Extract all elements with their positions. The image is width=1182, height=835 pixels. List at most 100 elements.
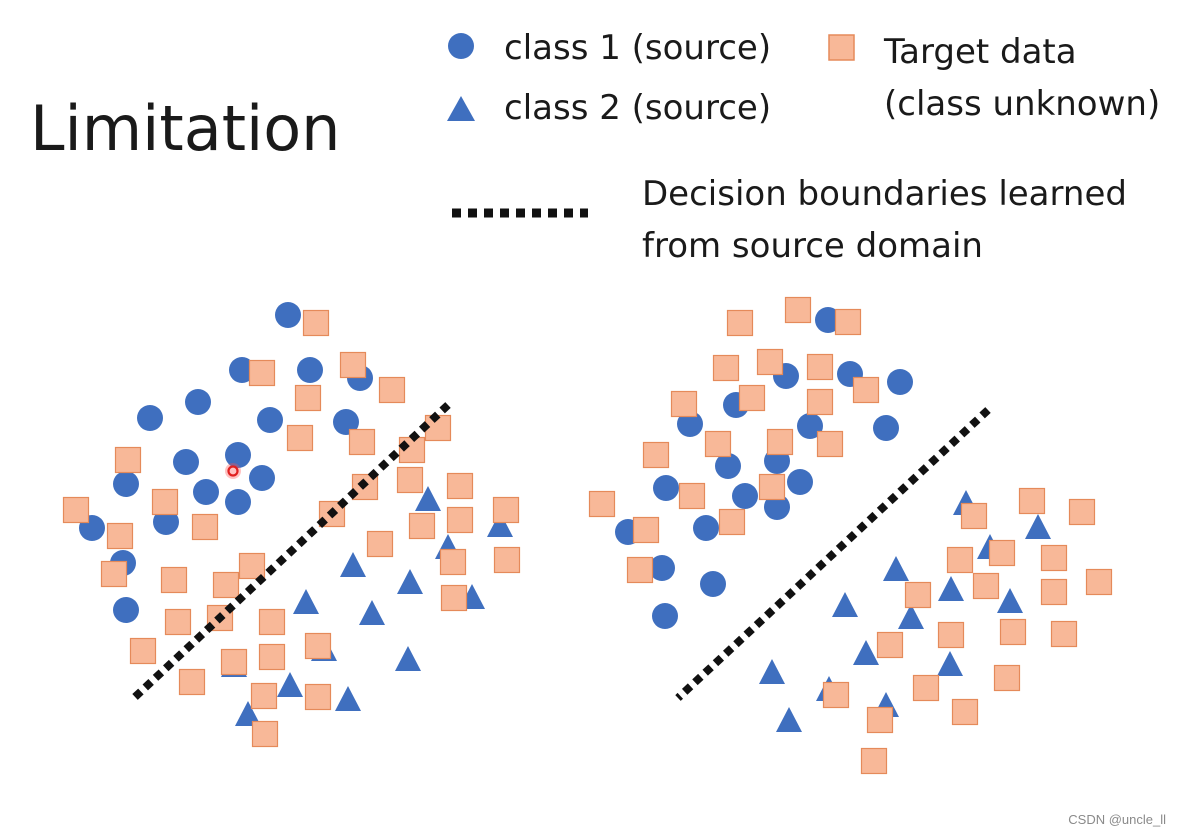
cursor-glow [225, 463, 241, 479]
cursor-icon [227, 465, 239, 477]
target-point [339, 351, 367, 379]
target-point [784, 296, 812, 324]
target-point [738, 384, 766, 412]
target-point [62, 496, 90, 524]
target-point [1040, 544, 1068, 572]
target-point [151, 488, 179, 516]
target-point [396, 466, 424, 494]
target-point [670, 390, 698, 418]
target-point [129, 637, 157, 665]
class1-point [873, 415, 899, 441]
class1-point [173, 449, 199, 475]
target-point [446, 472, 474, 500]
class2-point [487, 512, 513, 537]
target-point [960, 502, 988, 530]
target-point [164, 608, 192, 636]
class1-point [764, 494, 790, 520]
class1-point [787, 469, 813, 495]
target-point [251, 720, 279, 748]
target-point [678, 482, 706, 510]
class1-point [193, 479, 219, 505]
class1-point [249, 465, 275, 491]
target-point [258, 608, 286, 636]
target-point [1040, 578, 1068, 606]
class1-point [732, 483, 758, 509]
target-point [806, 353, 834, 381]
class2-point [359, 600, 385, 625]
legend-class2-label: class 2 (source) [504, 88, 772, 128]
decision-boundary [675, 407, 991, 701]
class1-point [715, 453, 741, 479]
target-point [378, 376, 406, 404]
target-point [946, 546, 974, 574]
target-point [294, 384, 322, 412]
class2-point [415, 486, 441, 511]
class1-point [649, 555, 675, 581]
class2-point [293, 589, 319, 614]
target-point [439, 548, 467, 576]
class1-point [137, 405, 163, 431]
target-point [642, 441, 670, 469]
target-point [493, 546, 521, 574]
class2-point [938, 576, 964, 601]
class1-point [815, 307, 841, 333]
legend-class1-icon [448, 33, 474, 59]
class1-point [693, 515, 719, 541]
target-point [758, 473, 786, 501]
class1-point [700, 571, 726, 597]
class1-point [887, 369, 913, 395]
class2-point [1025, 514, 1051, 539]
class2-point [898, 604, 924, 629]
target-point [114, 446, 142, 474]
target-point [304, 683, 332, 711]
legend-class1-label: class 1 (source) [504, 28, 772, 68]
target-point [250, 682, 278, 710]
target-point [178, 668, 206, 696]
legend-target-sublabel: (class unknown) [884, 84, 1161, 124]
class1-point [653, 475, 679, 501]
target-point [191, 513, 219, 541]
legend-target-icon [828, 34, 855, 61]
class1-point [153, 509, 179, 535]
class2-point [832, 592, 858, 617]
target-point [492, 496, 520, 524]
class2-point [340, 552, 366, 577]
target-point [238, 552, 266, 580]
target-point [937, 621, 965, 649]
class2-point [853, 640, 879, 665]
legend-boundary-label: Decision boundaries learned [642, 174, 1127, 214]
target-point [822, 681, 850, 709]
class2-point [776, 707, 802, 732]
target-point [904, 581, 932, 609]
target-point [912, 674, 940, 702]
target-point [834, 308, 862, 336]
class1-point [652, 603, 678, 629]
class1-point [297, 357, 323, 383]
target-point [304, 632, 332, 660]
target-point [866, 706, 894, 734]
target-point [160, 566, 188, 594]
target-point [286, 424, 314, 452]
class2-point [937, 651, 963, 676]
target-point [1068, 498, 1096, 526]
target-point [348, 428, 376, 456]
target-point [440, 584, 468, 612]
page-title: Limitation [30, 92, 341, 165]
target-point [220, 648, 248, 676]
target-point [816, 430, 844, 458]
class1-point [333, 409, 359, 435]
target-point [248, 359, 276, 387]
target-point [1018, 487, 1046, 515]
target-point [588, 490, 616, 518]
target-point [632, 516, 660, 544]
class1-point [113, 471, 139, 497]
class1-point [113, 597, 139, 623]
target-point [446, 506, 474, 534]
decision-boundary [132, 402, 451, 700]
class2-point [395, 646, 421, 671]
target-point [876, 631, 904, 659]
target-point [704, 430, 732, 458]
legend-target-label: Target data [884, 32, 1077, 72]
legend-boundary-sublabel: from source domain [642, 226, 983, 266]
